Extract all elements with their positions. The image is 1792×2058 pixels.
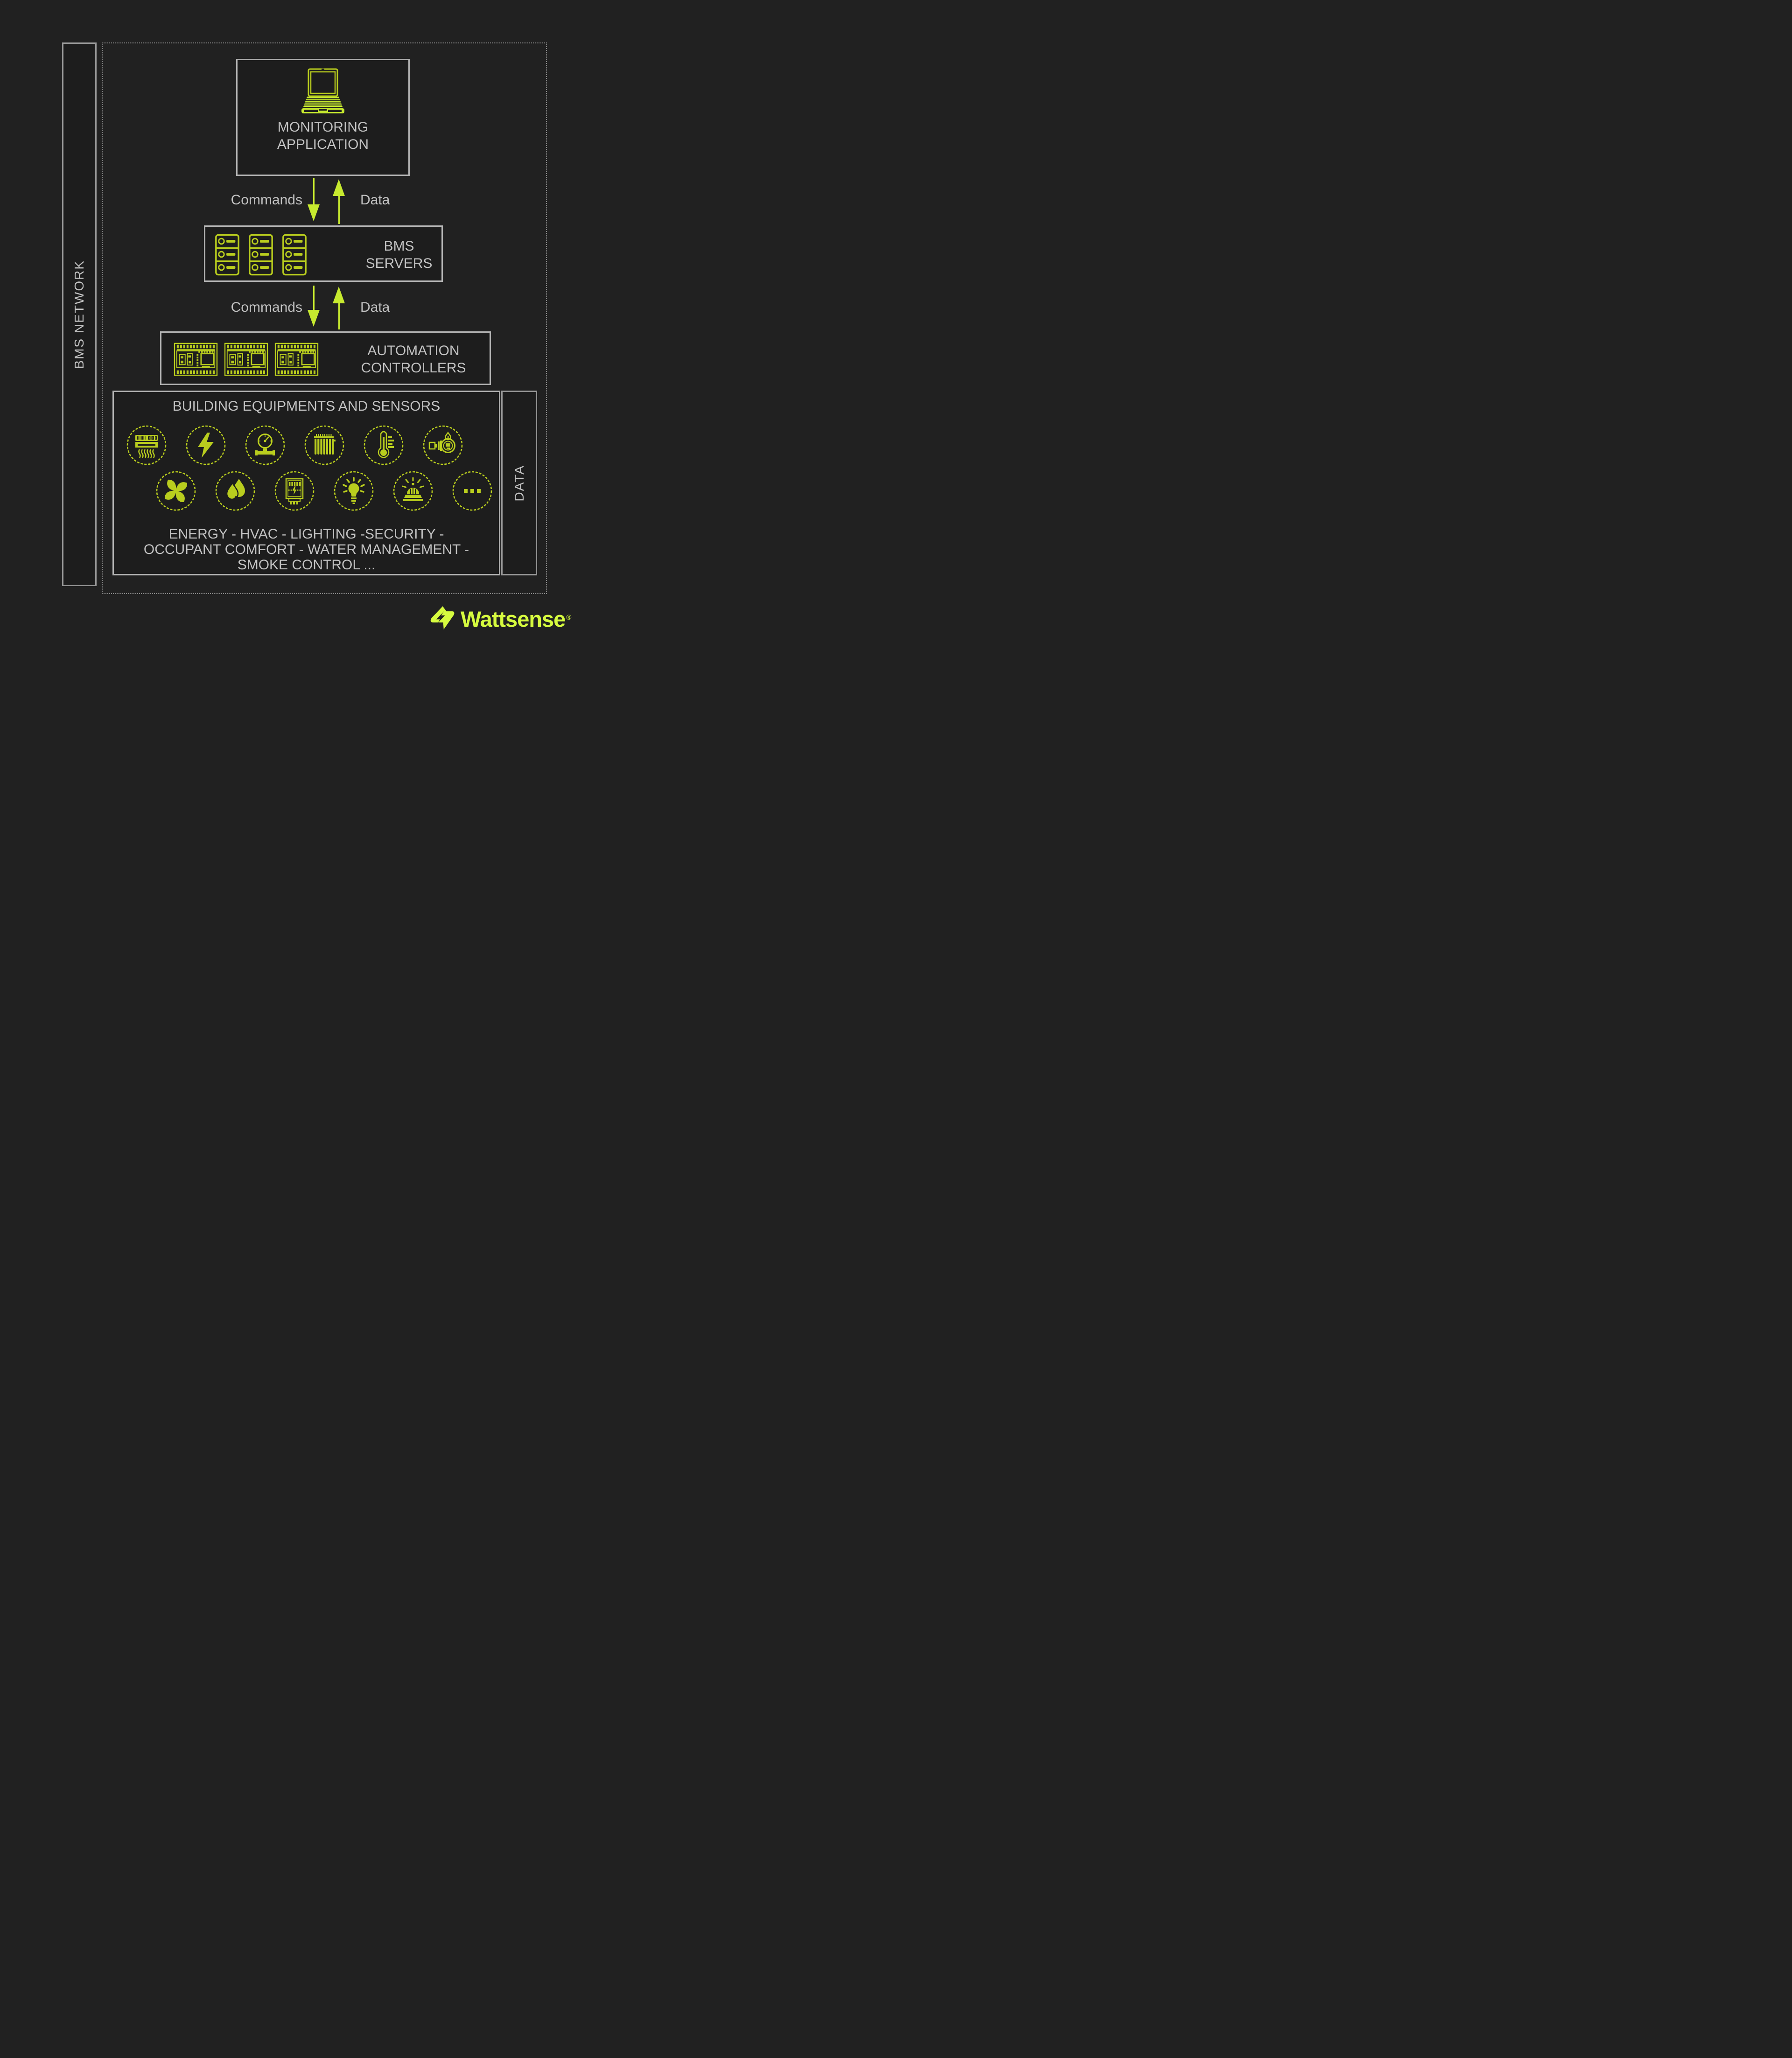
- data-arrow-head-1: [333, 179, 345, 196]
- equipment-icon-row-1: [126, 425, 463, 466]
- server-icon: [247, 233, 274, 279]
- building-equipments-box: BUILDING EQUIPMENTS AND SENSORS ENERGY -…: [112, 391, 500, 575]
- electricity-meter-icon: [274, 470, 315, 511]
- server-icons: [214, 233, 308, 279]
- building-equipments-title: BUILDING EQUIPMENTS AND SENSORS: [172, 399, 441, 414]
- commands-arrow-shaft-1: [313, 178, 315, 205]
- water-meter-icon: [422, 425, 463, 466]
- commands-arrow-head-2: [308, 310, 320, 327]
- data-label-1: Data: [360, 192, 390, 208]
- more-icon: [452, 470, 493, 511]
- fan-icon: [155, 470, 196, 511]
- data-arrow-head-2: [333, 287, 345, 303]
- data-arrow-shaft-2: [338, 302, 340, 329]
- registered-mark: ®: [566, 614, 571, 622]
- bms-network-bar: BMS NETWORK: [62, 42, 97, 586]
- plc-icons: [174, 343, 319, 378]
- monitoring-application-box: MONITORING APPLICATION: [236, 59, 410, 176]
- bms-servers-label: BMS SERVERS: [365, 238, 433, 271]
- alarm-icon: [392, 470, 434, 511]
- bms-architecture-diagram: BMS NETWORK DATA MONITORING APPLICATION …: [0, 0, 597, 686]
- commands-label-1: Commands: [231, 192, 302, 208]
- commands-arrow-head-1: [308, 204, 320, 221]
- bms-servers-box: BMS SERVERS: [204, 225, 443, 282]
- monitoring-application-label: MONITORING APPLICATION: [277, 119, 369, 152]
- plc-icon: [274, 343, 319, 378]
- automation-controllers-label: AUTOMATION CONTROLLERS: [361, 343, 466, 376]
- server-icon: [281, 233, 308, 279]
- energy-icon: [185, 425, 226, 466]
- pressure-gauge-icon: [245, 425, 286, 466]
- thermometer-icon: [363, 425, 404, 466]
- laptop-icon: [238, 68, 408, 119]
- plc-icon: [224, 343, 268, 378]
- radiator-icon: [304, 425, 345, 466]
- data-bar-label: DATA: [511, 464, 526, 502]
- equipment-icon-row-2: [155, 470, 493, 511]
- server-icon: [214, 233, 241, 279]
- data-bar: DATA: [501, 391, 537, 575]
- bms-network-label: BMS NETWORK: [72, 259, 86, 369]
- bms-network-dotted-frame: [102, 42, 547, 594]
- data-arrow-shaft-1: [338, 195, 340, 224]
- wattsense-logo: Wattsense®: [429, 606, 571, 632]
- equipment-categories-caption: ENERGY - HVAC - LIGHTING -SECURITY - OCC…: [143, 526, 469, 573]
- plc-icon: [174, 343, 218, 378]
- wattsense-bolt-icon: [429, 606, 455, 632]
- commands-label-2: Commands: [231, 300, 302, 315]
- water-icon: [215, 470, 256, 511]
- data-label-2: Data: [360, 300, 390, 315]
- air-conditioner-icon: [126, 425, 167, 466]
- automation-controllers-box: AUTOMATION CONTROLLERS: [160, 331, 491, 385]
- light-bulb-icon: [333, 470, 374, 511]
- wattsense-wordmark: Wattsense®: [461, 607, 571, 631]
- commands-arrow-shaft-2: [313, 286, 315, 311]
